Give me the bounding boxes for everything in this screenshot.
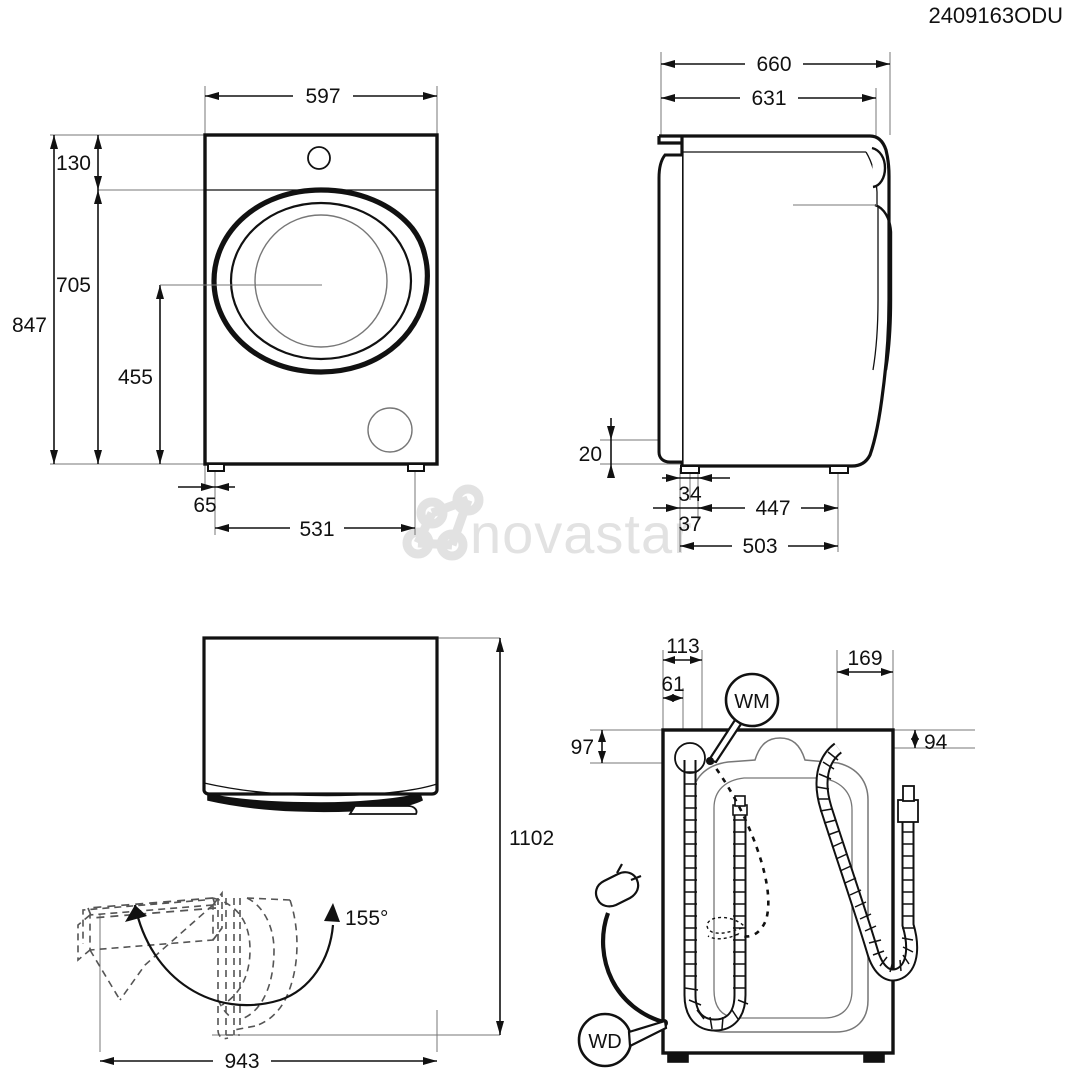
dooropen-body-outline bbox=[202, 636, 439, 796]
dim-dooropen-943: 943 bbox=[100, 1049, 437, 1073]
dim-foot-offset-37: 37 bbox=[653, 504, 702, 536]
dim-label-531: 531 bbox=[299, 518, 334, 541]
side-view: 660 631 20 34 37 bbox=[579, 52, 893, 558]
power-cord bbox=[594, 863, 668, 1027]
dim-label-503: 503 bbox=[742, 535, 777, 558]
drain-hose bbox=[674, 742, 749, 1032]
door-open-dashed bbox=[77, 890, 223, 1001]
watermark-text: novastar bbox=[470, 502, 693, 565]
dim-label-65: 65 bbox=[193, 494, 216, 517]
dim-door-center-455: 455 bbox=[118, 285, 164, 464]
dim-label-130: 130 bbox=[56, 152, 91, 175]
dim-foot-offset-65: 65 bbox=[178, 483, 235, 517]
dim-panel-130: 130 bbox=[56, 135, 102, 190]
dim-foot-width-34: 34 bbox=[662, 474, 730, 506]
control-knob-icon bbox=[307, 146, 331, 170]
watermark: novastar bbox=[402, 484, 693, 565]
rear-panel-outline bbox=[691, 737, 869, 1033]
door-open-view: 1102 943 bbox=[77, 636, 554, 1073]
dim-label-61: 61 bbox=[661, 673, 684, 696]
dim-inlet-113: 113 bbox=[663, 635, 702, 664]
filter-flap-icon bbox=[367, 407, 413, 453]
dim-inlet-94: 94 bbox=[911, 730, 948, 754]
dim-angle-155: 155° bbox=[125, 903, 388, 1007]
callout-wd-label: WD bbox=[588, 1031, 621, 1053]
dim-label-97: 97 bbox=[571, 736, 594, 759]
side-feet bbox=[680, 465, 849, 474]
dim-label-455: 455 bbox=[118, 366, 153, 389]
drain-outlet-ring bbox=[674, 742, 706, 774]
dim-label-943: 943 bbox=[224, 1050, 259, 1073]
door-outer-ring bbox=[211, 187, 430, 375]
power-plug-icon bbox=[594, 863, 642, 908]
door-open-blade-dashed bbox=[87, 897, 217, 919]
dim-label-34: 34 bbox=[678, 483, 702, 506]
dim-foot-span-531: 531 bbox=[215, 516, 415, 541]
molecule-logo bbox=[402, 484, 484, 561]
dim-width-597: 597 bbox=[205, 84, 437, 108]
rear-panel-inner-outline bbox=[713, 777, 853, 1019]
alternate-drain-dashed bbox=[708, 759, 770, 938]
callout-wm: WM bbox=[706, 672, 780, 765]
drawing-code: 2409163ODU bbox=[928, 3, 1063, 28]
dooropen-witness-lines bbox=[99, 637, 500, 1052]
dim-plinth-20: 20 bbox=[579, 418, 615, 478]
dim-inlet-61: 61 bbox=[661, 673, 685, 702]
dim-drain-97: 97 bbox=[571, 730, 606, 763]
front-view: 597 130 705 847 455 bbox=[12, 84, 439, 541]
dim-depth-660: 660 bbox=[661, 52, 890, 76]
front-feet bbox=[207, 463, 425, 472]
dim-height-705: 705 bbox=[56, 190, 102, 464]
dooropen-body-band bbox=[203, 782, 438, 797]
dim-outlet-169: 169 bbox=[837, 647, 893, 676]
dim-label-705: 705 bbox=[56, 274, 91, 297]
callout-wm-label: WM bbox=[734, 691, 770, 713]
side-top-lip bbox=[657, 136, 682, 145]
side-door-bulge bbox=[874, 203, 893, 371]
side-rear-panel bbox=[657, 153, 682, 464]
dim-dooropen-1102: 1102 bbox=[496, 638, 554, 1035]
side-body-outline bbox=[659, 134, 891, 468]
inlet-hose bbox=[815, 742, 919, 982]
inlet-connector bbox=[897, 799, 919, 823]
drain-dashed-coil bbox=[706, 916, 745, 940]
dim-label-631: 631 bbox=[751, 87, 786, 110]
side-door-inner-line bbox=[872, 206, 879, 371]
rear-view: 113 61 169 97 94 bbox=[571, 635, 975, 1068]
dim-label-1102: 1102 bbox=[509, 827, 554, 850]
door-glass-circle bbox=[254, 214, 388, 348]
dim-label-597: 597 bbox=[305, 85, 340, 108]
callout-wd: WD bbox=[577, 1012, 668, 1068]
door-handle-icon bbox=[871, 146, 887, 189]
dim-label-447: 447 bbox=[755, 497, 790, 520]
door-handle-plate bbox=[348, 805, 418, 815]
dim-label-37: 37 bbox=[678, 513, 701, 536]
dim-base-depth-503: 503 bbox=[680, 534, 838, 558]
door-vertical-dashed bbox=[217, 897, 275, 1040]
dim-label-155: 155° bbox=[345, 907, 388, 930]
dim-label-660: 660 bbox=[756, 53, 791, 76]
door-middle-ring bbox=[229, 201, 413, 361]
dim-label-94: 94 bbox=[924, 731, 948, 754]
inlet-connector-tip bbox=[902, 785, 915, 802]
dim-label-20: 20 bbox=[579, 443, 602, 466]
rear-feet bbox=[667, 1052, 885, 1063]
dim-total-847: 847 bbox=[12, 135, 58, 464]
dim-label-113: 113 bbox=[666, 635, 699, 658]
door-swing-dashed-curve bbox=[212, 897, 298, 1031]
dim-label-169: 169 bbox=[847, 647, 882, 670]
dim-foot-span-447: 447 bbox=[698, 496, 838, 520]
dim-label-847: 847 bbox=[12, 314, 47, 337]
dim-body-depth-631: 631 bbox=[661, 86, 876, 110]
